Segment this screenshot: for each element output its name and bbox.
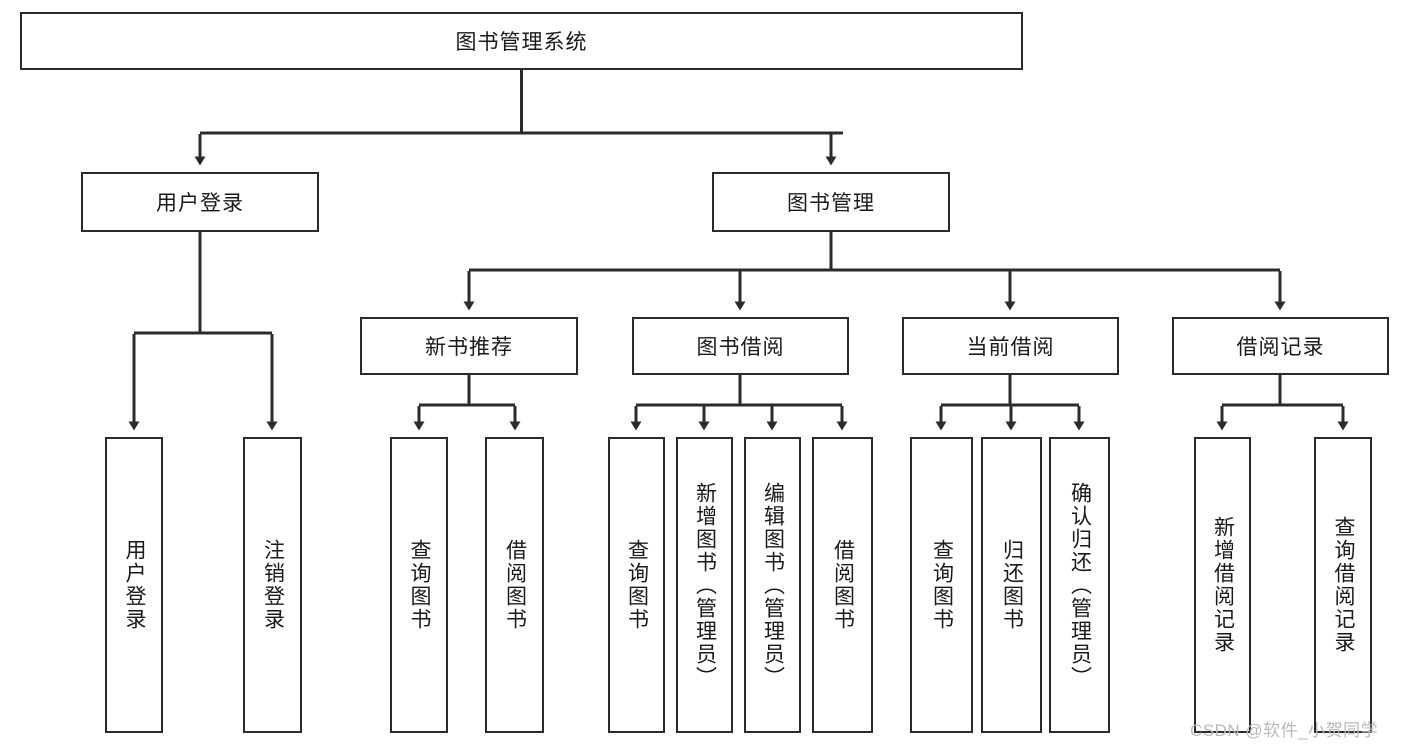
node-label: 借阅图书 (831, 539, 855, 631)
leaf-query-book-recommend[interactable]: 查询图书 (390, 437, 448, 733)
node-new-book-recommend[interactable]: 新书推荐 (360, 317, 578, 375)
leaf-return-book[interactable]: 归还图书 (981, 437, 1042, 733)
node-label: 编辑图书（管理员） (761, 481, 785, 689)
leaf-query-book-current[interactable]: 查询图书 (910, 437, 973, 733)
node-label: 新增图书（管理员） (693, 481, 717, 689)
node-label: 图书管理 (787, 192, 875, 215)
node-borrow-record[interactable]: 借阅记录 (1172, 317, 1389, 375)
node-label: 借阅图书 (503, 539, 527, 631)
node-label: 注销登录 (261, 539, 285, 631)
node-book-management[interactable]: 图书管理 (712, 172, 950, 232)
node-label: 当前借阅 (966, 336, 1055, 359)
node-current-borrow[interactable]: 当前借阅 (902, 317, 1119, 375)
node-label: 用户登录 (123, 539, 147, 631)
node-label: 图书管理系统 (455, 31, 588, 54)
node-label: 用户登录 (156, 192, 244, 215)
node-label: 查询图书 (625, 539, 649, 631)
leaf-query-book-borrow[interactable]: 查询图书 (608, 437, 665, 733)
node-label: 借阅记录 (1236, 336, 1325, 359)
node-label: 查询借阅记录 (1332, 516, 1356, 654)
leaf-edit-book-admin[interactable]: 编辑图书（管理员） (744, 437, 801, 733)
leaf-user-login[interactable]: 用户登录 (105, 437, 163, 733)
leaf-borrow-book-recommend[interactable]: 借阅图书 (485, 437, 544, 733)
node-label: 新书推荐 (425, 336, 513, 359)
leaf-logout[interactable]: 注销登录 (243, 437, 302, 733)
leaf-add-book-admin[interactable]: 新增图书（管理员） (676, 437, 733, 733)
leaf-query-borrow-record[interactable]: 查询借阅记录 (1314, 437, 1372, 733)
node-label: 查询图书 (408, 539, 432, 631)
node-label: 查询图书 (930, 539, 954, 631)
node-root[interactable]: 图书管理系统 (20, 12, 1023, 70)
node-label: 图书借阅 (696, 336, 785, 359)
node-label: 确认归还（管理员） (1068, 481, 1092, 689)
node-book-borrow[interactable]: 图书借阅 (632, 317, 849, 375)
leaf-add-borrow-record[interactable]: 新增借阅记录 (1194, 437, 1251, 733)
watermark: CSDN @软件_小贺同学 (1190, 721, 1379, 740)
node-label: 新增借阅记录 (1211, 516, 1235, 654)
node-user-login[interactable]: 用户登录 (81, 172, 319, 232)
leaf-borrow-book[interactable]: 借阅图书 (812, 437, 873, 733)
leaf-confirm-return-admin[interactable]: 确认归还（管理员） (1049, 437, 1110, 733)
node-label: 归还图书 (1000, 539, 1024, 631)
